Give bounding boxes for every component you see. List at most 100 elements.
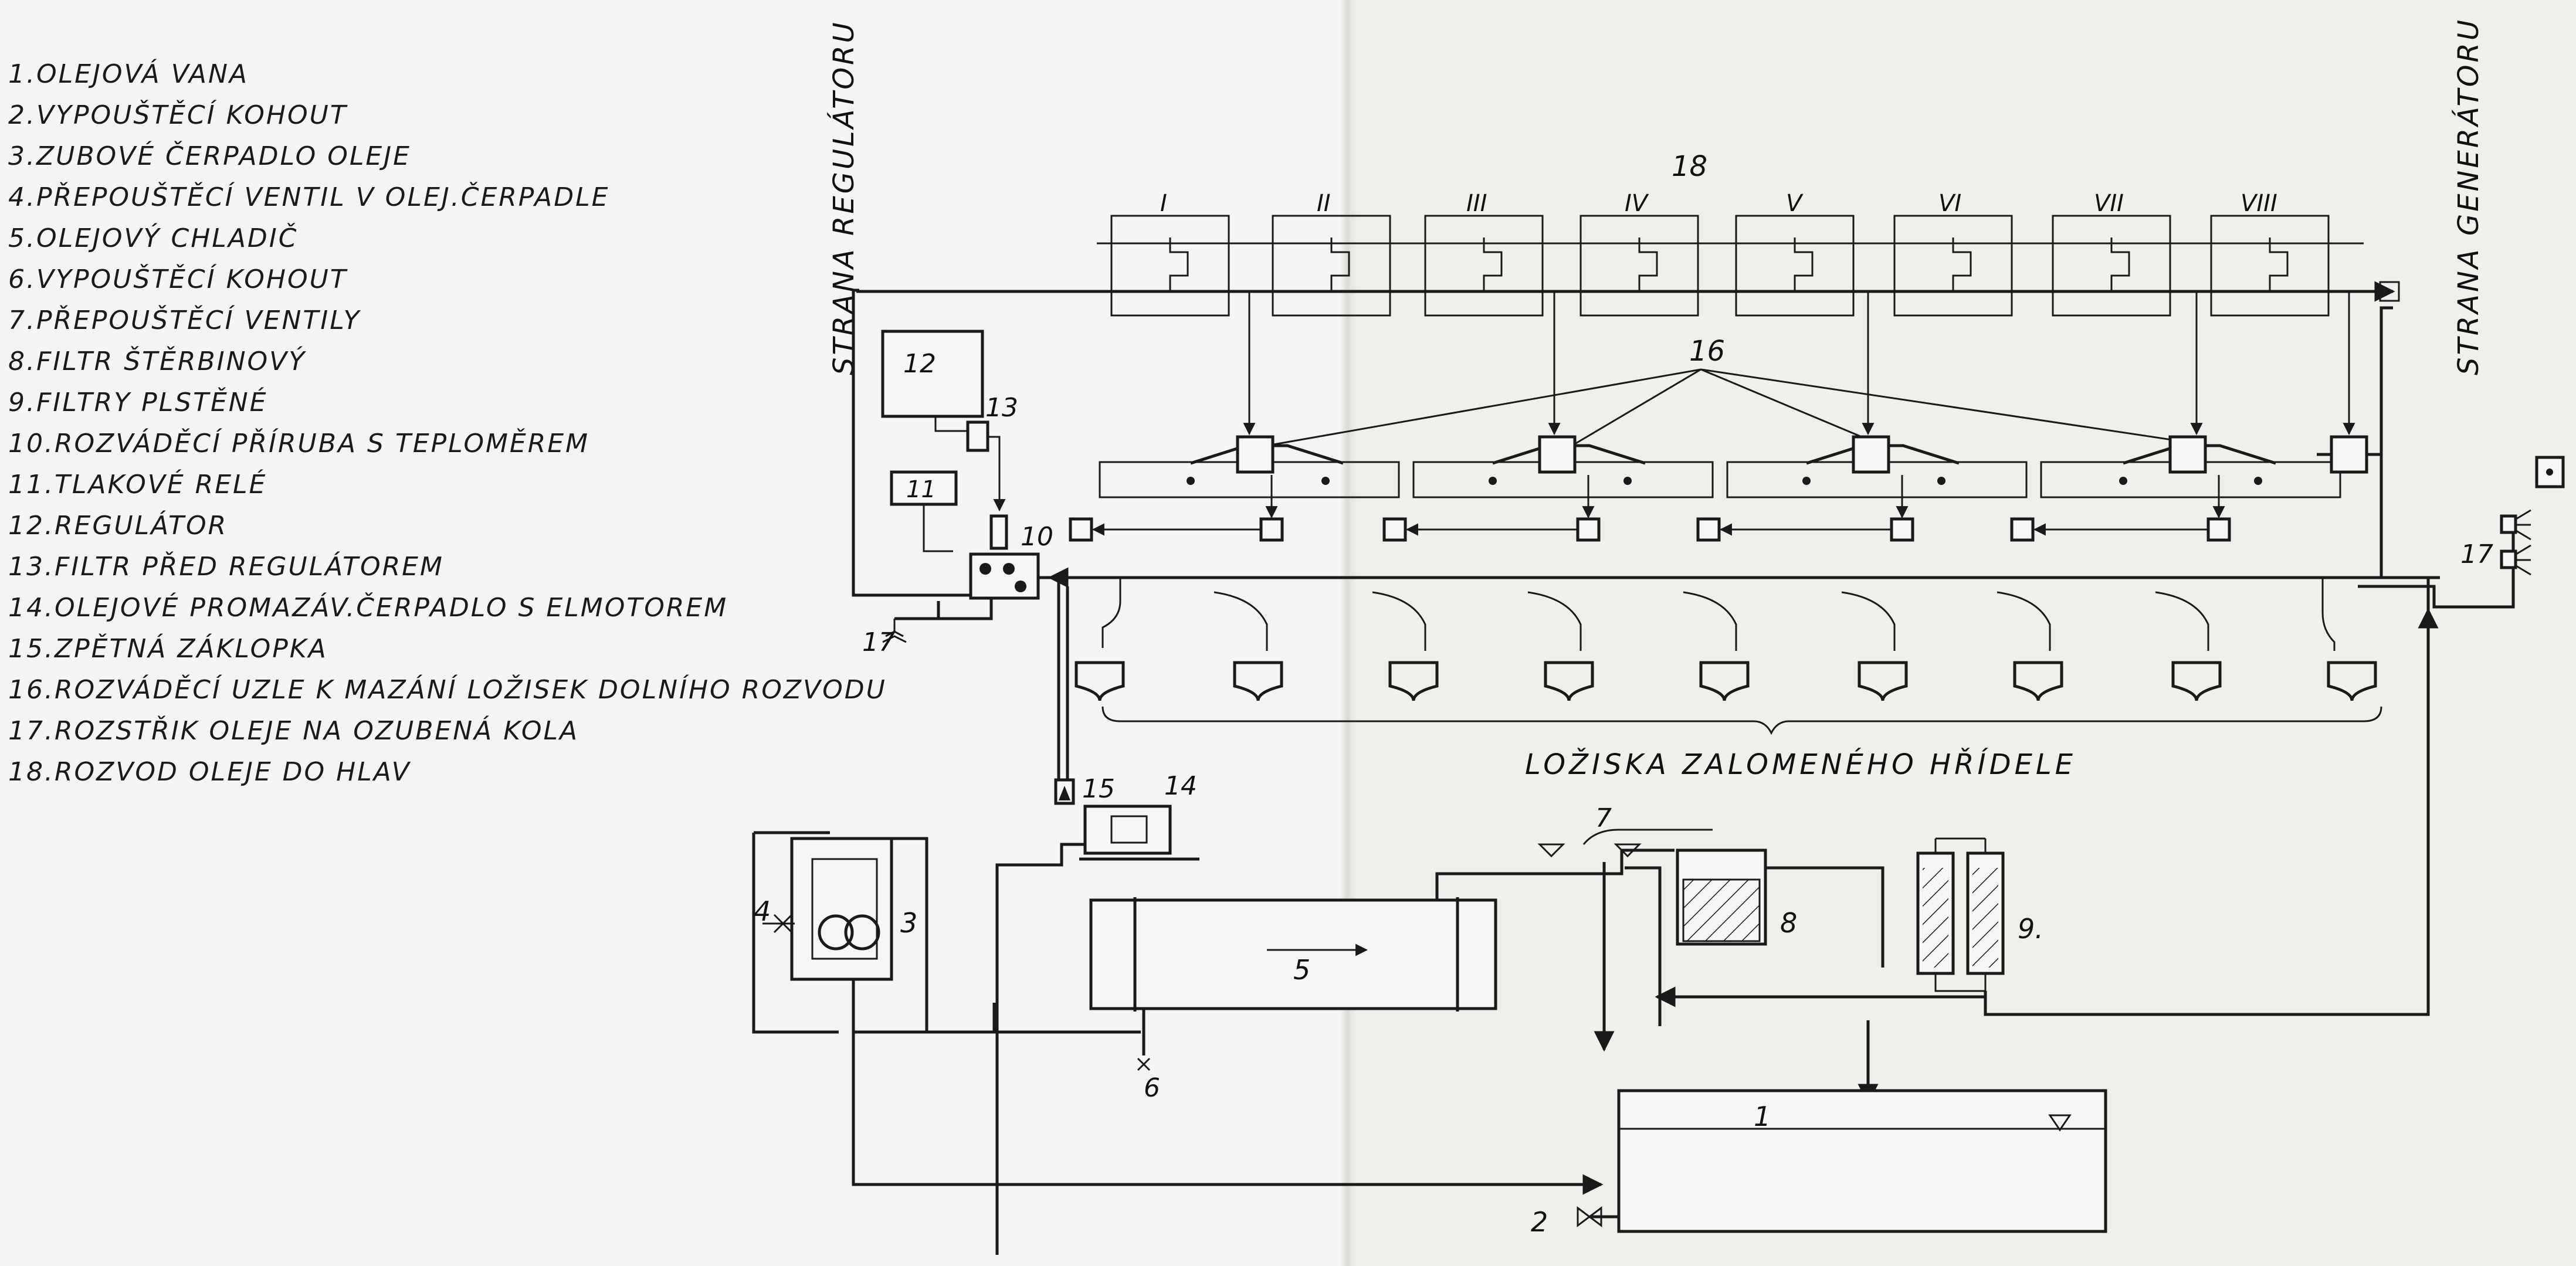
thermometer <box>989 514 1008 550</box>
legend-item: 3.ZUBOVÉ ČERPADLO OLEJE <box>8 141 411 171</box>
paper-fold <box>1340 0 1358 1266</box>
distribution-node <box>2317 435 2381 474</box>
distribution-node <box>1187 435 1344 485</box>
node-body <box>1852 435 1890 474</box>
relief-valve-2 <box>1614 843 1642 858</box>
head-box <box>1735 215 1855 317</box>
node-end <box>1937 477 1945 485</box>
legend-item: 8.FILTR ŠTĚRBINOVÝ <box>8 347 307 376</box>
legend-item: 16.ROZVÁDĚCÍ UZLE K MAZÁNÍ LOŽISEK DOLNÍ… <box>8 675 887 705</box>
slot-filter-element <box>1682 878 1761 942</box>
node-body <box>1538 435 1577 474</box>
callout-9: 9. <box>2018 913 2043 945</box>
bearing-branch <box>1372 591 1426 651</box>
flange-port <box>1003 563 1015 575</box>
spray-gear-dot <box>2546 469 2553 476</box>
gear-pump-housing <box>790 837 893 981</box>
head-numeral: VIII <box>2241 190 2277 217</box>
head-IV: IV <box>1580 190 1699 317</box>
felt-filter-element <box>1972 868 1998 968</box>
head-II: II <box>1272 190 1391 317</box>
legend-item: 12.REGULÁTOR <box>8 511 228 541</box>
head-box <box>1424 215 1544 317</box>
priming-pump-line <box>995 843 1085 1255</box>
node-end <box>1802 477 1811 485</box>
head-box <box>2210 215 2330 317</box>
legend-item: 4.PŘEPOUŠTĚCÍ VENTIL V OLEJ.ČERPADLE <box>8 182 610 212</box>
filtered-return <box>1984 607 2439 1016</box>
head-distribution-end <box>2379 281 2400 302</box>
return-box <box>1696 517 1721 542</box>
callout-8: 8 <box>1780 907 1797 939</box>
legend-item: 2.VYPOUŠTĚCÍ KOHOUT <box>8 100 348 130</box>
gear-left-icon <box>818 914 854 951</box>
callout-16-leaders <box>1266 368 2212 447</box>
leader-line <box>1266 368 1701 447</box>
check-valve-icon <box>1059 786 1070 800</box>
bearing <box>2171 661 2222 701</box>
spray-nozzle <box>2500 514 2517 534</box>
callout-12: 12 <box>903 349 936 379</box>
node-body <box>2330 435 2368 474</box>
legend-item: 5.OLEJOVÝ CHLADIČ <box>8 223 299 253</box>
callout-7: 7 <box>1595 803 1612 833</box>
legend-item: 1.OLEJOVÁ VANA <box>8 59 249 89</box>
felt-filter-link <box>1934 837 1987 992</box>
callout-18: 18 <box>1672 150 1707 183</box>
bearing <box>1388 661 1439 701</box>
callout-4: 4 <box>754 895 771 927</box>
spray-nozzle-left <box>882 619 907 643</box>
bearing <box>1858 661 1908 701</box>
bearing-branch <box>1683 591 1737 651</box>
return-row <box>1069 475 2231 542</box>
regulator-filter-line <box>988 436 1006 512</box>
flange-port <box>1015 581 1026 592</box>
distribution-flange <box>969 552 1040 600</box>
head-VI: VI <box>1893 190 2013 317</box>
leader-line <box>1700 368 1883 447</box>
bearing <box>1233 661 1283 701</box>
lower-distribution-row <box>1099 435 2381 498</box>
head-pipe <box>1638 237 1658 290</box>
head-row: I II III IV V VI VII <box>856 190 2400 317</box>
regulator-side-label: STRANA REGULÁTORU <box>827 20 860 375</box>
node-end <box>1187 477 1195 485</box>
head-box <box>1893 215 2013 317</box>
head-V: V <box>1735 190 1855 317</box>
spray-jet-icon <box>2516 509 2531 541</box>
head-VIII: VIII <box>2210 190 2330 317</box>
regulator-line <box>934 416 968 432</box>
callout-17a: 17 <box>862 627 895 657</box>
gear-right-icon <box>844 914 880 951</box>
head-pipe <box>1483 237 1503 290</box>
bearing <box>1075 661 1125 701</box>
bearing-branch <box>1527 591 1582 651</box>
legend-item: 17.ROZSTŘIK OLEJE NA OZUBENÁ KOLA <box>8 716 579 746</box>
bearing-branch <box>1214 591 1268 651</box>
gear-pump-circuit <box>752 831 839 1034</box>
bearing <box>2013 661 2063 701</box>
bearing-branch <box>1101 578 1121 648</box>
paper-sheet-right <box>1349 0 2576 1266</box>
node-body <box>1236 435 1275 474</box>
bearings-label: LOŽISKA ZALOMENÉHO HŘÍDELE <box>1525 748 2076 781</box>
head-box <box>2052 215 2171 317</box>
return-box <box>1382 517 1407 542</box>
head-pipe <box>1794 237 1814 290</box>
legend-item: 9.FILTRY PLSTĚNÉ <box>8 388 268 418</box>
bearing-branch <box>2321 578 2336 651</box>
callout-2: 2 <box>1531 1206 1548 1238</box>
return-box <box>1890 517 1914 542</box>
head-I: I <box>1110 190 1230 317</box>
legend-item: 7.PŘEPOUŠTĚCÍ VENTILY <box>8 306 361 335</box>
head-box <box>1110 215 1230 317</box>
node-end <box>1623 477 1632 485</box>
head-pipe <box>1169 237 1189 290</box>
spray-branch-left <box>894 598 993 620</box>
callout-16: 16 <box>1689 335 1725 368</box>
head-pipe <box>1330 237 1350 290</box>
callout-3: 3 <box>900 907 917 939</box>
filter-feed <box>1602 862 1662 1026</box>
return-box <box>1576 517 1601 542</box>
